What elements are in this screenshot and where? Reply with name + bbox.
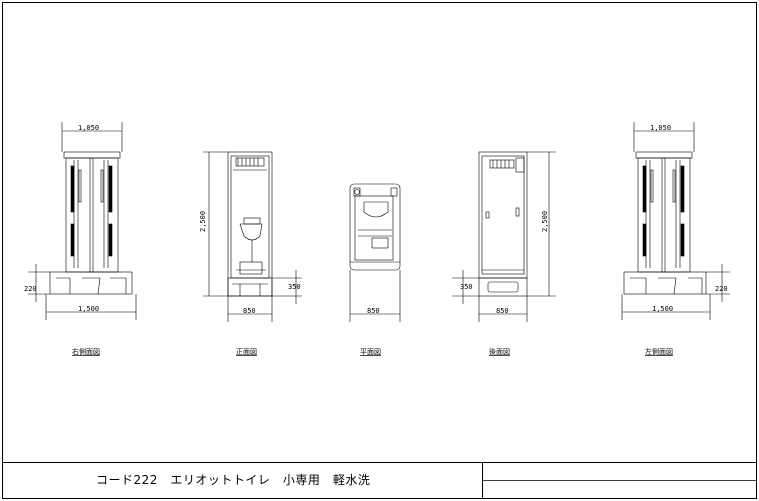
front-caption: 正面図	[236, 348, 257, 356]
right-side-view	[28, 122, 137, 320]
plan-caption: 平面図	[360, 348, 381, 356]
right-side-width-top-label: 1,050	[78, 124, 99, 132]
rear-width-label: 850	[496, 307, 509, 315]
plan-view	[349, 183, 401, 322]
left-side-base-height-label: 220	[715, 285, 728, 293]
right-side-width-base-label: 1,500	[78, 305, 99, 313]
rear-view	[452, 151, 556, 322]
front-width-label: 850	[243, 307, 256, 315]
left-side-width-base-label: 1,500	[652, 305, 673, 313]
plan-width-label: 850	[367, 307, 380, 315]
left-side-caption: 左側面図	[645, 347, 673, 356]
rear-height-label: 2,500	[541, 211, 549, 232]
rear-caption: 後面図	[489, 347, 510, 356]
front-height-label: 2,500	[199, 211, 207, 232]
front-step-label: 350	[288, 283, 301, 291]
right-side-base-height-label: 220	[24, 285, 37, 293]
drawing-title: コード222 エリオットトイレ 小専用 軽水洗	[96, 473, 370, 487]
left-side-view	[621, 122, 730, 320]
front-view	[203, 151, 302, 322]
right-side-caption: 右側面図	[72, 347, 100, 356]
rear-step-label: 350	[460, 283, 473, 291]
left-side-width-top-label: 1,050	[650, 124, 671, 132]
